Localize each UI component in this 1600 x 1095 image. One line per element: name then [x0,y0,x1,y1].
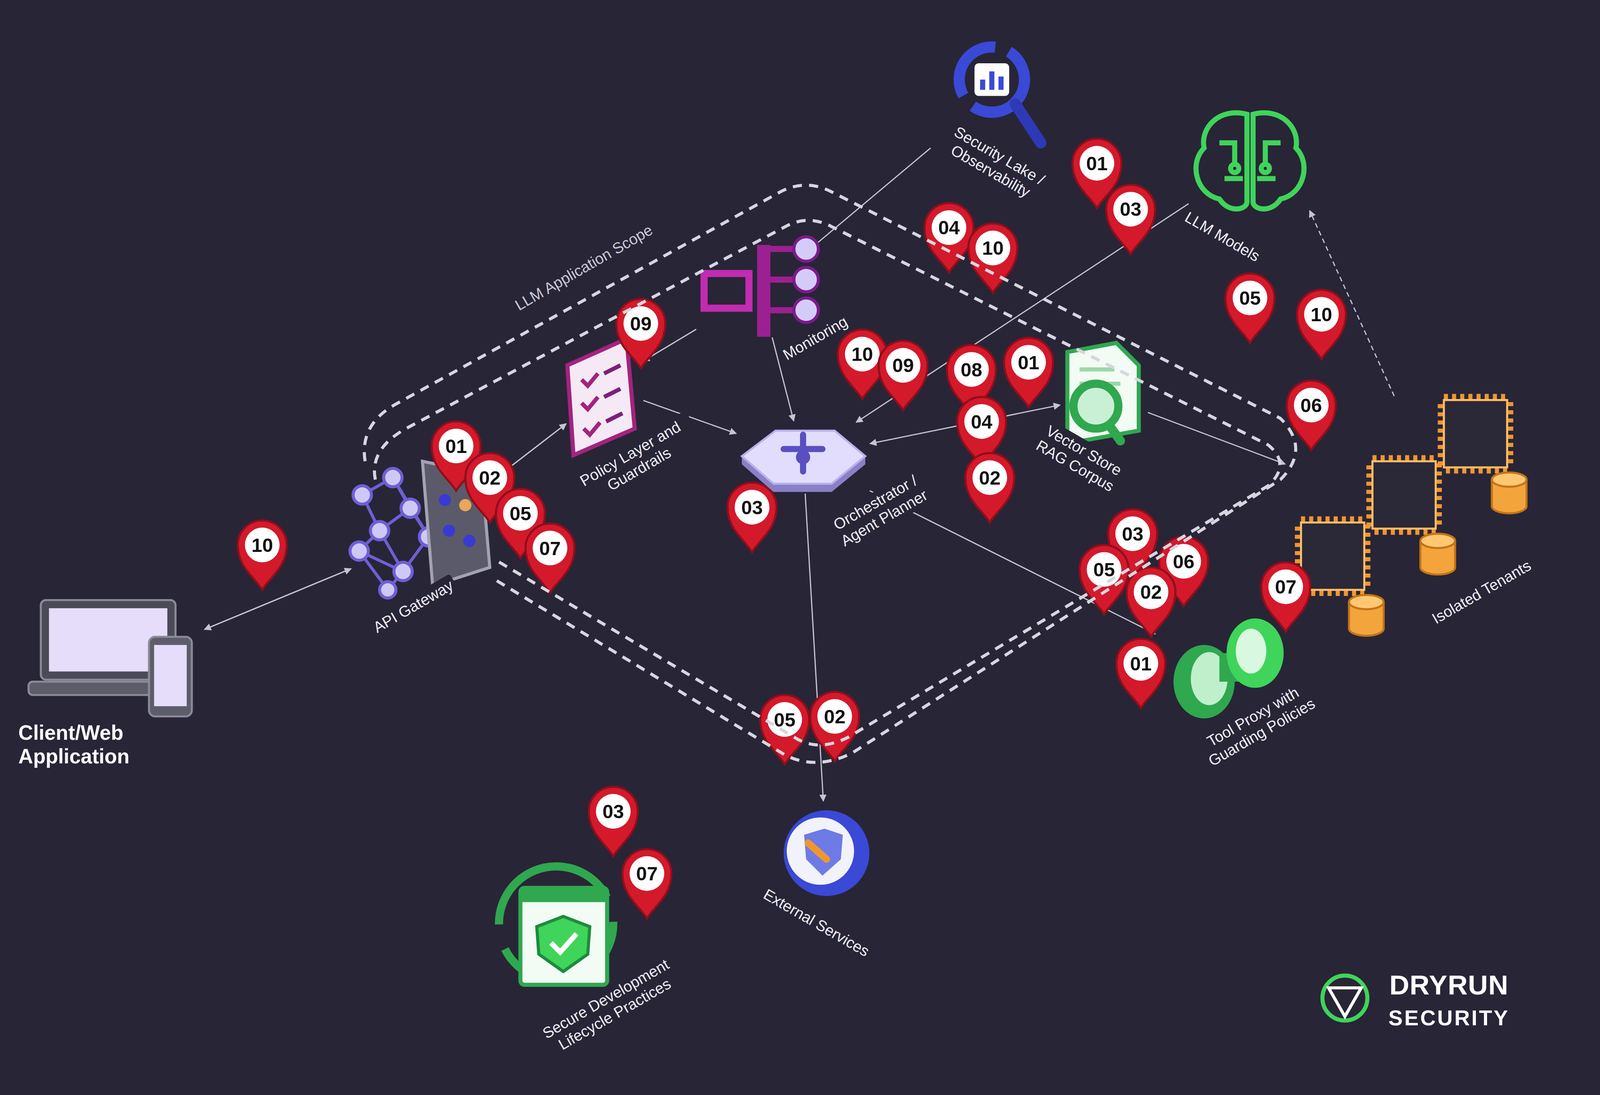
callout-pin [1286,380,1336,450]
callout-number: 10 [251,533,274,557]
callout-number: 04 [970,410,993,433]
callout-pin [924,203,974,273]
node-label: Monitoring [776,309,855,366]
monitoring-icon [703,236,819,337]
callout-number: 10 [851,342,874,366]
callout-number: 03 [1121,522,1144,545]
logo-text: SECURITY [1388,1005,1510,1030]
callout-pin [1225,273,1275,343]
isolated-tenants-icon [1300,400,1527,636]
node-label: Vector Store RAG Corpus [1018,412,1141,505]
logo-text: DRYRUN [1389,968,1509,1001]
vector-store: Vector Store RAG Corpus [1063,342,1145,450]
callout-pin [1116,638,1166,708]
node-label: Policy Layer and Guardrails [564,410,705,513]
callout-number: 03 [1119,197,1142,221]
node-label: Client/Web Application [15,720,165,770]
callout-number: 05 [1093,558,1116,581]
callout-number: 05 [1239,286,1261,310]
callout-pin [968,223,1018,293]
callout-number: 01 [1017,351,1040,374]
callout-number: 03 [602,800,625,823]
logo-mark [1322,975,1368,1021]
callout-pin [616,299,666,369]
api-gateway: API Gateway [349,461,493,590]
callout-pin [1261,562,1311,632]
client-icon [28,599,192,716]
callout-number: 07 [636,862,658,885]
node-label: Orchestrator / Agent Planner [810,459,950,562]
callout-pin [965,452,1015,523]
callout-pin [878,340,928,411]
node-label: Security Lake / Observability [922,110,1067,216]
node-label: Secure Development Lifecycle Practices [514,939,707,1073]
callout-number: 08 [960,358,983,381]
callout-pin [622,848,672,919]
callout-pin [1126,567,1176,637]
client-app: Client/Web Application [28,591,197,715]
node-label: API Gateway [366,573,460,639]
callout-pin [727,482,777,552]
vector-store-icon [1067,342,1139,441]
callout-pins [237,138,1347,919]
callout-pin [1004,337,1054,407]
callout-number: 07 [1274,575,1297,598]
callout-number: 09 [630,312,652,335]
callout-number: 10 [1310,303,1333,326]
external-services: External Services [777,804,875,907]
policy-icon [567,338,635,455]
callout-number: 02 [978,466,1001,489]
callout-number: 06 [1300,393,1323,417]
callout-number: 01 [1086,152,1108,175]
callout-number: 05 [509,502,532,525]
node-label: Tool Proxy with Guarding Policies [1178,668,1336,781]
orchestrator: Orchestrator / Agent Planner [739,424,867,491]
callout-pin [1296,289,1346,360]
sdlc-icon [498,866,614,985]
callout-pin [588,786,638,857]
llm-brain-icon [1195,112,1305,210]
llm-models: LLM Models [1191,104,1309,222]
callout-number: 02 [824,705,846,728]
callout-number: 03 [741,496,763,519]
callout-number: 05 [773,708,796,731]
scope-boundary [364,185,1296,763]
security-lake: Security Lake / Observability [951,36,1049,144]
connector-arrow [204,568,352,630]
policy-layer: Policy Layer and Guardrails [563,337,641,435]
node-label: LLM Models [1178,205,1267,268]
connector-arrow [1147,412,1286,465]
tool-proxy: Tool Proxy with Guarding Policies [1158,619,1291,717]
callout-number: 01 [1129,652,1152,675]
callout-number: 01 [445,434,467,458]
sdlc-practices: Secure Development Lifecycle Practices [494,857,618,990]
callout-number: 02 [1140,580,1162,604]
external-services-icon [783,810,870,896]
orchestrator-icon [741,430,866,492]
callout-number: 04 [938,216,960,239]
callout-number: 10 [982,236,1004,260]
callout-pin [237,520,287,590]
callout-number: 09 [892,353,914,377]
monitoring: Monitoring [699,247,822,335]
callout-pin [760,694,810,764]
callout-number: 06 [1172,550,1195,573]
callout-number: 07 [539,536,561,560]
node-label: External Services [757,882,876,963]
callout-pin [1106,184,1156,254]
callout-pin [810,691,859,762]
node-label: Isolated Tenants [1425,553,1538,630]
connector-arrow [204,568,352,630]
isolated-tenants: Isolated Tenants [1288,413,1528,608]
callout-number: 02 [478,466,501,489]
